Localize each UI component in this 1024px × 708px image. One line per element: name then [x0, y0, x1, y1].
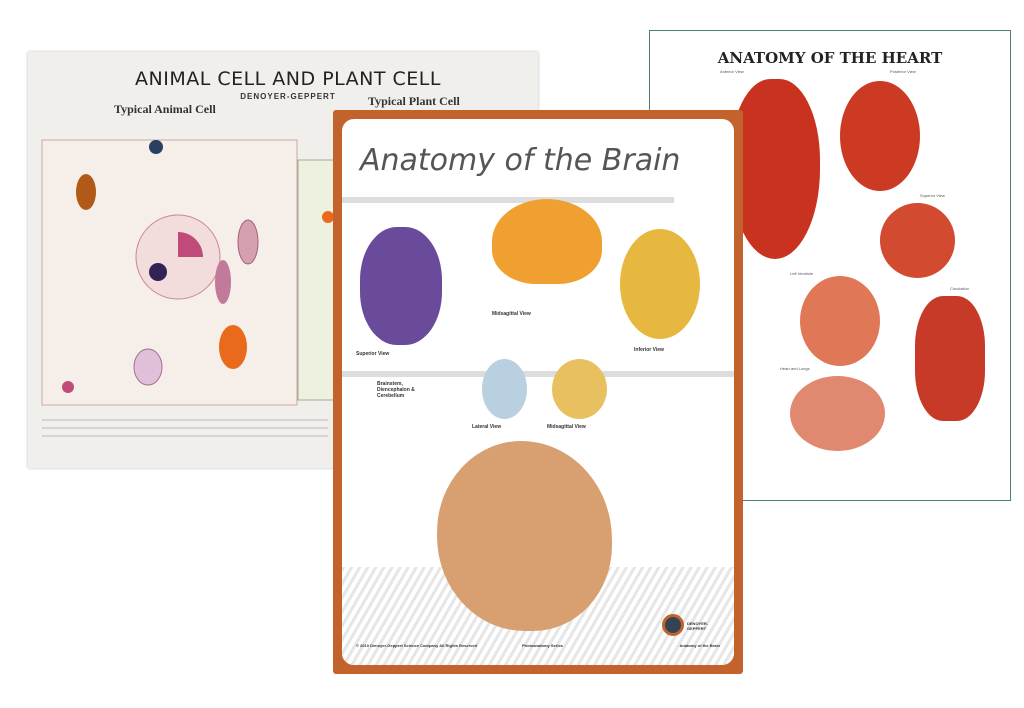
brain-anatomy-poster: Anatomy of the Brain Superior View Midsa…	[333, 110, 743, 674]
posterior-view-label: Posterior View	[890, 69, 916, 74]
heart-posterior-image	[840, 81, 920, 191]
left-ventricle-image	[800, 276, 880, 366]
superior-brain-image	[360, 227, 442, 345]
series-footer: Photoanatomy Series	[522, 643, 563, 648]
heart-lungs-image	[790, 376, 885, 451]
cell-poster-brand: DENOYER-GEPPERT	[240, 92, 336, 101]
cell-illustration	[41, 139, 339, 437]
brain-poster-title: Anatomy of the Brain	[360, 143, 681, 178]
superior-view-label: Superior View	[920, 193, 945, 198]
cell-poster-title: ANIMAL CELL AND PLANT CELL	[135, 68, 441, 90]
midsagittal-view-label-2: Midsagittal View	[547, 424, 586, 430]
logo-text: DENOYER-GEPPERT	[687, 621, 709, 631]
divider	[342, 371, 734, 377]
copyright-footer: © 2010 Denoyer-Geppert Science Company A…	[356, 643, 478, 648]
animal-cell-heading: Typical Animal Cell	[114, 102, 216, 116]
inferior-view-label: Inferior View	[634, 347, 664, 353]
midsagittal-brain-image	[492, 199, 602, 284]
denoyer-geppert-logo	[662, 614, 684, 636]
divider	[342, 197, 674, 203]
heart-poster-title: ANATOMY OF THE HEART	[717, 49, 943, 67]
circulation-label: Circulation	[950, 286, 969, 291]
midsagittal-brainstem-image	[552, 359, 607, 419]
heart-lungs-label: Heart and Lungs	[780, 366, 810, 371]
anterior-view-label: Anterior View	[720, 69, 744, 74]
circulation-image	[915, 296, 985, 421]
left-ventricle-label: Left Ventricle	[790, 271, 814, 276]
heart-superior-image	[880, 203, 955, 278]
lateral-brain-image	[437, 441, 612, 631]
brainstem-label: Brainstem, Diencephalon & Cerebellum	[377, 381, 415, 399]
plant-cell-heading: Typical Plant Cell	[368, 94, 460, 108]
poster-name-footer: Anatomy of the Brain	[679, 643, 720, 648]
lateral-view-label: Lateral View	[472, 424, 502, 430]
midsagittal-view-label: Midsagittal View	[492, 311, 531, 317]
inferior-brain-image	[620, 229, 700, 339]
superior-view-label: Superior View	[356, 351, 390, 357]
lateral-brainstem-image	[482, 359, 527, 419]
heart-anterior-image	[730, 79, 820, 259]
